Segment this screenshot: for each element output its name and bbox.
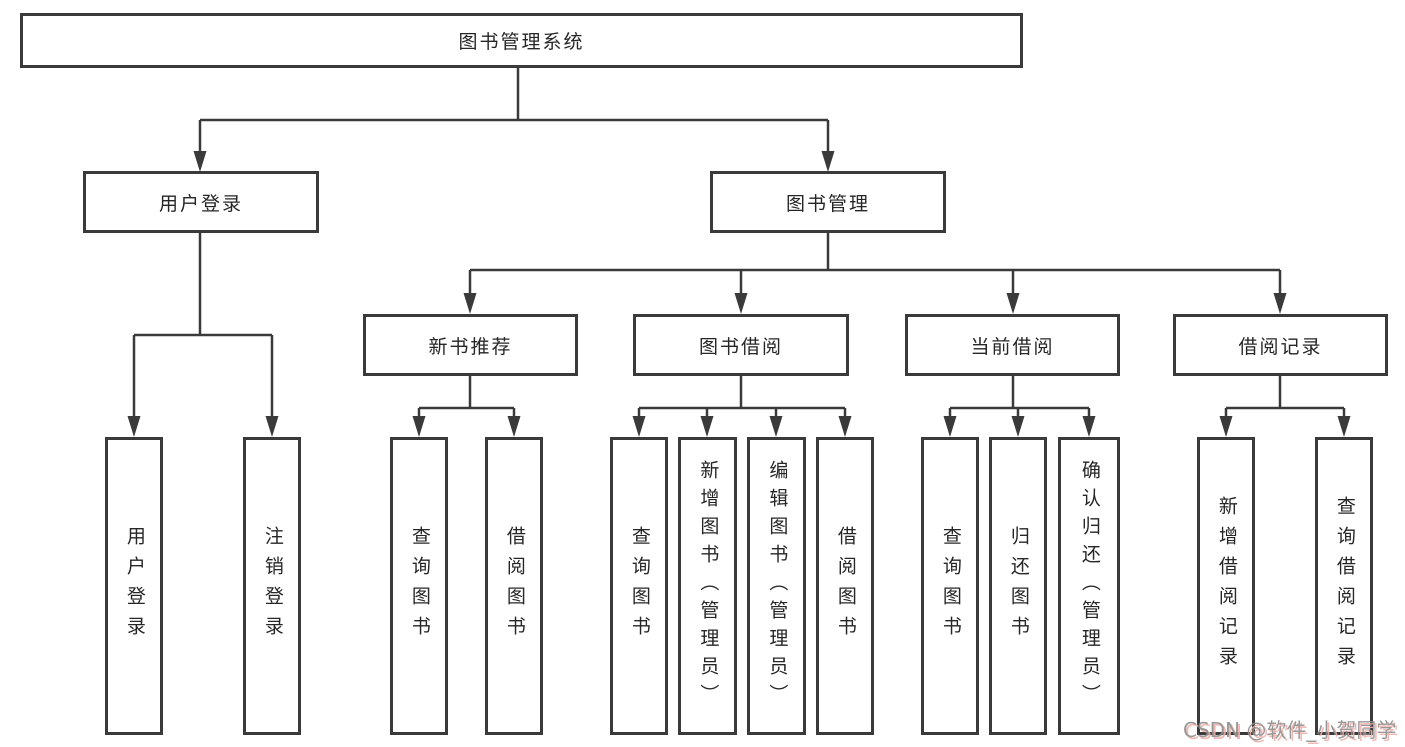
connector-book-management-children	[468, 233, 1282, 297]
node-label: 用户登录	[158, 192, 243, 215]
node-label: 归还图书	[1007, 526, 1030, 646]
leaf-recommend-borrow-books: 借阅图书	[485, 437, 543, 735]
connector-user-login-children	[132, 233, 274, 420]
node-label: 图书管理	[785, 192, 870, 215]
node-label: 查询借阅记录	[1333, 496, 1356, 676]
node-label: 编辑图书（管理员）	[766, 460, 789, 712]
connector-root-to-level2	[198, 68, 830, 154]
csdn-watermark: CSDN @软件_小贺同学	[1183, 718, 1397, 742]
leaf-current-confirm-return-admin: 确认归还（管理员）	[1058, 437, 1120, 735]
node-new-book-recommend: 新书推荐	[363, 314, 578, 376]
leaf-current-return-books: 归还图书	[989, 437, 1047, 735]
leaf-borrow-query-books: 查询图书	[610, 437, 668, 735]
node-label: 查询图书	[939, 526, 962, 646]
node-book-management: 图书管理	[710, 171, 946, 233]
leaf-logout: 注销登录	[243, 437, 301, 735]
connector-borrow-records-children	[1224, 376, 1346, 420]
leaf-current-query-books: 查询图书	[921, 437, 979, 735]
node-root-library-system: 图书管理系统	[20, 13, 1023, 68]
node-label: 图书管理系统	[458, 31, 585, 53]
leaf-records-add-record: 新增借阅记录	[1197, 437, 1255, 735]
node-label: 确认归还（管理员）	[1078, 460, 1101, 712]
node-current-borrow: 当前借阅	[905, 314, 1120, 376]
node-book-borrow: 图书借阅	[633, 314, 849, 376]
node-label: 用户登录	[123, 526, 146, 646]
node-borrow-records: 借阅记录	[1173, 314, 1388, 376]
connector-current-borrow-children	[948, 376, 1091, 420]
node-label: 新增借阅记录	[1215, 496, 1238, 676]
leaf-borrow-edit-books-admin: 编辑图书（管理员）	[747, 437, 806, 735]
node-label: 新增图书（管理员）	[697, 460, 720, 712]
arrowhead-icons	[127, 151, 1351, 437]
leaf-user-login: 用户登录	[105, 437, 163, 735]
node-label: 图书借阅	[698, 335, 783, 358]
node-user-login: 用户登录	[83, 171, 319, 233]
leaf-recommend-query-books: 查询图书	[390, 437, 448, 735]
connector-book-borrow-children	[637, 376, 847, 420]
node-label: 借阅记录	[1238, 335, 1323, 358]
node-label: 借阅图书	[503, 526, 526, 646]
node-label: 借阅图书	[834, 526, 857, 646]
node-label: 当前借阅	[970, 335, 1055, 358]
node-label: 注销登录	[261, 526, 284, 646]
node-label: 查询图书	[408, 526, 431, 646]
leaf-records-query-record: 查询借阅记录	[1315, 437, 1373, 735]
node-label: 新书推荐	[428, 335, 513, 358]
leaf-borrow-borrow-books: 借阅图书	[816, 437, 874, 735]
connector-new-book-recommend-children	[417, 376, 516, 420]
leaf-borrow-add-books-admin: 新增图书（管理员）	[678, 437, 737, 735]
node-label: 查询图书	[628, 526, 651, 646]
